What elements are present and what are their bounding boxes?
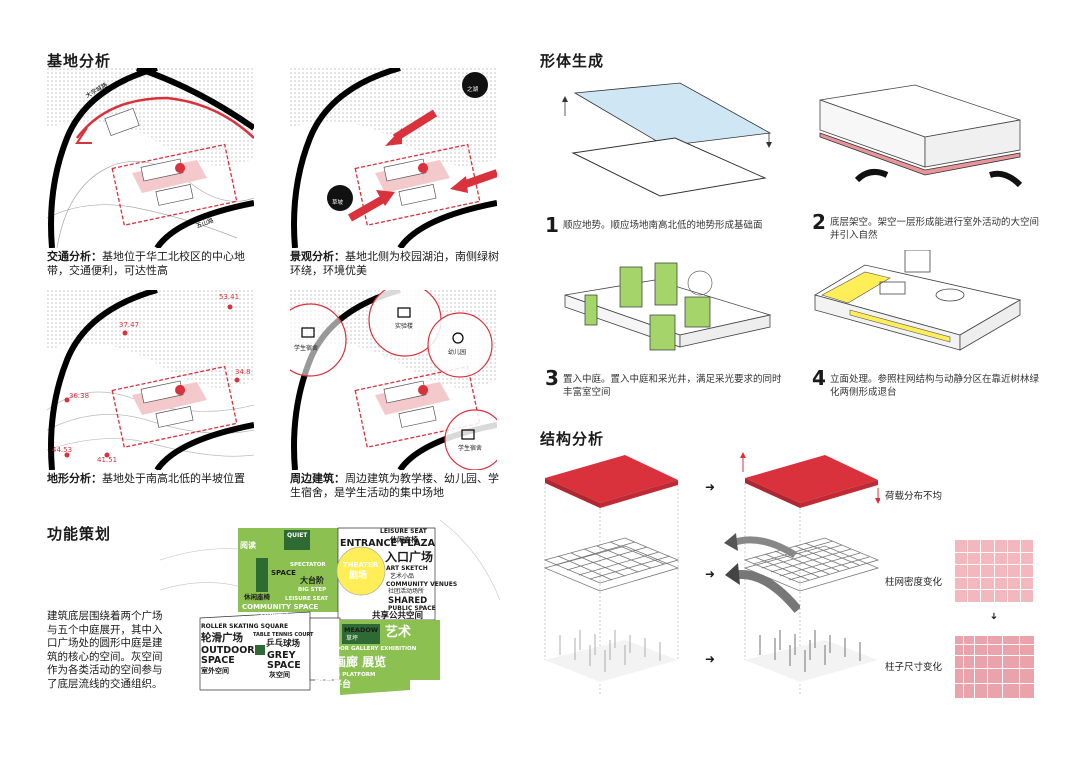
landscape-text: 基地北侧为校园湖泊，南侧绿树环绕，环境优美 <box>290 250 499 277</box>
landscape-caption: 景观分析：基地北侧为校园湖泊，南侧绿树环绕，环境优美 <box>290 250 500 278</box>
structure-stack-right <box>725 450 881 700</box>
zone-grey-en: GREY <box>267 650 296 661</box>
column-label: 柱子尺寸变化 <box>885 662 943 673</box>
zone-space-en: SPACE <box>271 569 296 577</box>
structure-stack-left <box>540 450 680 700</box>
step3-diagram <box>560 255 780 370</box>
elevation-4: 34.8 <box>235 368 251 376</box>
lab-icon-label: 实验楼 <box>395 323 414 330</box>
elevation-1: 53.41 <box>219 293 240 301</box>
zone-outdoor-space-en: SPACE <box>201 655 235 666</box>
zone-art-cn: 艺术小品 <box>390 573 415 580</box>
kindergarten-icon-label: 幼儿园 <box>448 349 467 356</box>
step4-text: 立面处理。参照柱网结构与动静分区在靠近树林绿化两侧形成退台 <box>830 374 1040 398</box>
arrow-1: ➜ <box>705 480 716 494</box>
zone-big-step: BIG STEP <box>298 587 327 593</box>
zone-leisure-seat-top: LEISURE SEAT <box>380 528 427 535</box>
zone-community-space-cn: 交流空间 <box>260 612 288 620</box>
trees-icon: 草坡 <box>332 200 344 206</box>
surroundings-map: 学生宿舍 实验楼 幼儿园 学生宿舍 <box>290 290 497 470</box>
zone-reading-cn: 阅读 <box>240 541 256 550</box>
traffic-map: 大学城路 五山路 <box>47 68 254 248</box>
down-arrow: ➜ <box>987 612 998 620</box>
step4-diagram <box>810 249 1030 365</box>
elevation-3: 36.38 <box>69 392 90 400</box>
landscape-map: 之湖 草坡 <box>290 68 497 248</box>
arrow-2: ➜ <box>705 567 716 581</box>
elevation-6: 41.51 <box>97 456 118 464</box>
zone-community-cn: 社团活动场所 <box>388 588 425 595</box>
terrain-map: 53.41 37.47 36.38 34.8 44.53 41.51 <box>47 290 254 470</box>
lake-icon: 之湖 <box>467 87 479 93</box>
zone-gallery-en: OUTDOOR GALLERY EXHIBITION <box>318 646 417 652</box>
terrain-label: 地形分析： <box>47 472 102 485</box>
traffic-text: 基地位于华工北校区的中心地带，交通便利，可达性高 <box>47 250 245 277</box>
zone-platform-cn: 大台阶 <box>300 576 324 585</box>
form-title: 形体生成 <box>540 52 605 70</box>
zone-leisure-seat-cn: 休闲座椅 <box>390 536 418 544</box>
step1-number: 1 <box>545 213 559 237</box>
zone-outdoor-en: OUTDOOR <box>201 645 255 656</box>
zone-entrance-cn: 入口广场 <box>385 550 434 564</box>
grid-density-box <box>955 540 1033 602</box>
zone-roller-cn: 轮滑广场 <box>201 632 243 644</box>
curved-arrows <box>720 525 802 615</box>
traffic-label: 交通分析： <box>47 250 102 263</box>
zone-leisure-seat-mid: 休闲座椅 <box>244 593 270 601</box>
column-size-box <box>955 636 1034 700</box>
zone-viewing-en: VIEWING PLATFORM <box>313 672 376 678</box>
structure-title: 结构分析 <box>540 430 605 448</box>
zone-shared-cn: 共享公共空间 <box>372 611 424 621</box>
zone-theater-cn: 剧场 <box>349 571 368 581</box>
step1-text: 顺应地势。顺应场地南高北低的地势形成基础面 <box>563 220 763 231</box>
zone-shared-en: SHARED <box>388 596 428 606</box>
step2-number: 2 <box>812 210 826 234</box>
zone-art-sketch: ART SKETCH <box>386 565 428 572</box>
surroundings-text: 周边建筑为教学楼、幼儿园、学生宿舍，是学生活动的集中场地 <box>290 472 499 499</box>
zone-table-tennis-cn: 乒乓球场 <box>266 639 301 649</box>
load-label: 荷载分布不均 <box>885 491 943 502</box>
zone-grey-cn: 灰空间 <box>269 671 290 679</box>
zone-community-space-en: COMMUNITY SPACE <box>242 603 319 611</box>
dorm-icon-label-2: 学生宿舍 <box>458 445 483 452</box>
terrain-caption: 地形分析：基地处于南高北低的半坡位置 <box>47 472 257 486</box>
zone-meadow-en: MEADOW <box>344 626 379 634</box>
step2-text: 底层架空。架空一层形成能进行室外活动的大空间并引入自然 <box>830 217 1040 241</box>
step4-number: 4 <box>812 366 826 390</box>
surroundings-caption: 周边建筑：周边建筑为教学楼、幼儿园、学生宿舍，是学生活动的集中场地 <box>290 472 500 500</box>
elevation-2: 37.47 <box>119 321 140 329</box>
step3-number: 3 <box>545 366 559 390</box>
traffic-caption: 交通分析：基地位于华工北校区的中心地带，交通便利，可达性高 <box>47 250 257 278</box>
zone-theater: THEATER <box>343 561 379 569</box>
surroundings-label: 周边建筑： <box>290 472 345 485</box>
zone-gallery-cn: 室外画廊 展览 <box>310 655 387 669</box>
zone-outdoor-cn: 室外空间 <box>201 667 229 675</box>
step1-diagram <box>555 78 785 198</box>
zone-meadow-cn: 草坪 <box>346 635 359 642</box>
zone-quiet: QUIET <box>287 532 308 539</box>
function-text: 建筑底层围绕着两个广场与五个中庭展开，其中入口广场处的圆形中庭是建筑的核心的空间… <box>47 610 163 690</box>
zone-public-space-en: PUBLIC SPACE <box>388 605 436 612</box>
terrain-text: 基地处于南高北低的半坡位置 <box>102 472 245 485</box>
dorm-icon-label: 学生宿舍 <box>294 345 319 352</box>
elevation-5: 44.53 <box>52 446 73 454</box>
zone-entrance-en: ENTRANCE PLAZA <box>340 538 435 549</box>
site-analysis-title: 基地分析 <box>47 52 112 70</box>
step2-diagram <box>815 75 1035 200</box>
zone-leisure-seat-en2: LEISURE SEAT <box>285 596 328 602</box>
function-title: 功能策划 <box>47 525 112 543</box>
zone-community-venues: COMMUNITY VENUES <box>386 581 458 588</box>
zone-roller-en: ROLLER SKATING SQUARE <box>201 623 289 630</box>
zone-viewing-cn: 观景平台 <box>315 680 352 690</box>
zone-spectator: SPECTATOR <box>290 562 326 568</box>
zone-grey-space-en: SPACE <box>267 660 301 671</box>
arrow-3: ➜ <box>705 652 716 666</box>
zone-table-tennis-en: TABLE TENNIS COURT <box>253 632 314 638</box>
step3-text: 置入中庭。置入中庭和采光井，满足采光要求的同时丰富室空间 <box>563 374 782 398</box>
function-plan: LEISURE SEAT 休闲座椅 ENTRANCE PLAZA 入口广场 AR… <box>160 520 500 720</box>
landscape-label: 景观分析： <box>290 250 345 263</box>
grid-label: 柱网密度变化 <box>885 577 943 588</box>
zone-art-cn2: 艺术 <box>385 625 412 640</box>
